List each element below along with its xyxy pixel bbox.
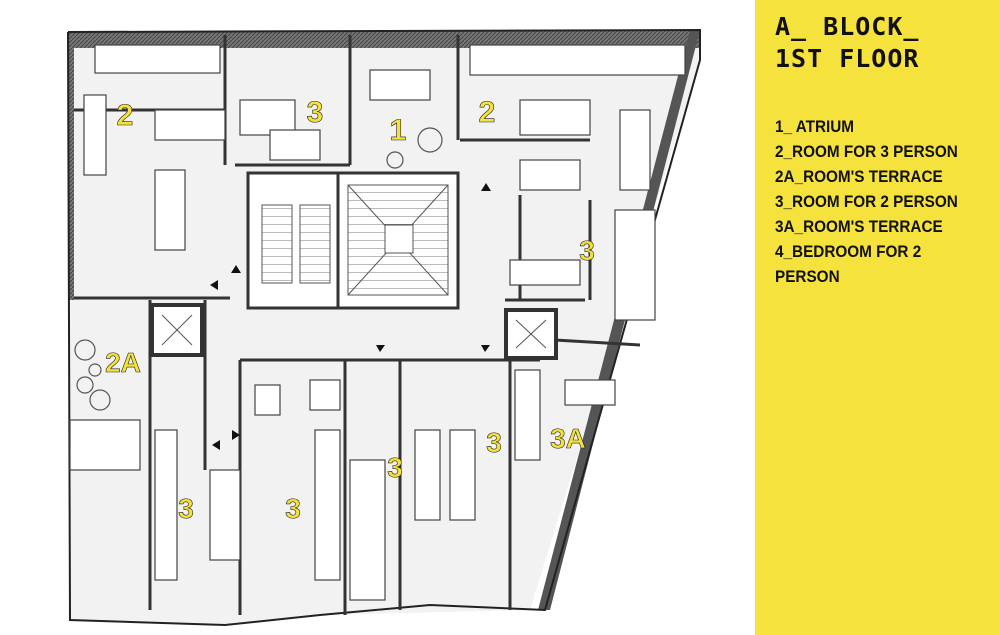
arrow-left-icon: [212, 440, 220, 450]
legend-title-line1: A_ BLOCK_: [775, 12, 920, 41]
label-room3-east: 3: [579, 235, 595, 266]
legend-item: 3A_ROOM'S TERRACE: [775, 217, 943, 236]
label-room2-right: 2: [479, 96, 496, 129]
label-room3-s3: 3: [387, 452, 403, 483]
floor-plan: 1 2 2 3 3 2A 3A 3 3 3 3: [67, 28, 701, 627]
elevators: [150, 303, 558, 360]
arrow-down-icon: [376, 345, 385, 352]
legend-item: PERSON: [775, 267, 840, 286]
furniture: [69, 44, 686, 601]
legend-panel: A_ BLOCK_ 1ST FLOOR 1_ ATRIUM 2_ROOM FOR…: [755, 0, 1000, 635]
label-atrium: 1: [390, 114, 407, 147]
legend-item: 4_BEDROOM FOR 2: [775, 242, 922, 261]
legend-item: 2_ROOM FOR 3 PERSON: [775, 142, 958, 161]
arrow-icons: [210, 183, 491, 450]
arrow-up-icon: [231, 265, 241, 273]
label-room3-s2: 3: [285, 493, 301, 524]
terrace-tables: [74, 127, 443, 411]
label-terrace-3a: 3A: [550, 423, 586, 454]
legend-title-line2: 1ST FLOOR: [775, 44, 920, 73]
legend-item: 3_ROOM FOR 2 PERSON: [775, 192, 958, 211]
label-room3-sw: 3: [178, 493, 194, 524]
arrow-up-icon: [481, 183, 491, 191]
legend-item: 1_ ATRIUM: [775, 117, 855, 136]
arrow-down-icon: [481, 345, 490, 352]
stair-core: [246, 171, 460, 310]
label-room3-top: 3: [307, 96, 324, 129]
label-room3-s4: 3: [486, 427, 502, 458]
room-labels: 1 2 2 3 3 2A 3A 3 3 3 3: [105, 96, 595, 525]
label-room2-left: 2: [117, 99, 134, 132]
label-terrace-2a: 2A: [105, 347, 141, 378]
arrow-right-icon: [232, 430, 240, 440]
legend-item: 2A_ROOM'S TERRACE: [775, 167, 943, 186]
arrow-left-icon: [210, 280, 218, 290]
